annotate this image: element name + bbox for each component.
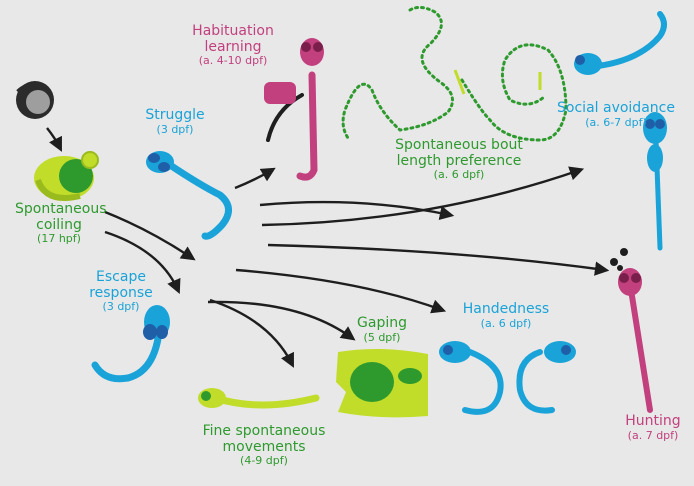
social-avoidance-larvae-icon: [574, 11, 667, 251]
bout-length-preference-title-line1: Spontaneous bout: [395, 137, 523, 153]
fine-spontaneous-movements-label: Fine spontaneous movements (4-9 dpf): [194, 423, 334, 468]
struggle-larva-icon: [146, 151, 232, 240]
bout-length-preference-title-line2: length preference: [396, 152, 522, 169]
spontaneous-coiling-title-line1: Spontaneous: [15, 201, 107, 217]
arrow-coiling-to-escape: [104, 230, 181, 294]
social-avoidance-label: Social avoidance (a. 6-7 dpf): [548, 100, 684, 129]
hunting-age: (a. 7 dpf): [627, 428, 679, 442]
gaping-title: Gaping: [357, 315, 407, 331]
spontaneous-coiling-label: Spontaneous coiling (17 hpf): [15, 201, 107, 246]
social-avoidance-age: (a. 6-7 dpf): [585, 115, 647, 129]
arrow-to-hunting: [267, 243, 610, 276]
handedness-label: Handedness (a. 6 dpf): [456, 301, 556, 330]
handedness-age: (a. 6 dpf): [480, 316, 532, 330]
bout-swim-path: [341, 5, 568, 142]
escape-response-title-line1: Escape: [96, 269, 146, 285]
habituation-learning-label: Habituation learning (a. 4-10 dpf): [183, 23, 283, 68]
gaping-head-icon: [336, 348, 428, 418]
spontaneous-coiling-title-line2: coiling: [36, 216, 82, 233]
fine-spontaneous-movements-title-line1: Fine spontaneous: [202, 423, 326, 439]
habituation-learning-title-line1: Habituation: [192, 23, 274, 39]
arrow-to-social: [261, 166, 585, 227]
social-avoidance-title: Social avoidance: [557, 100, 675, 116]
arrow-to-habituation: [234, 167, 276, 190]
coiling-embryo-icon: [34, 151, 99, 201]
habituation-learning-age: (a. 4-10 dpf): [198, 54, 268, 68]
escape-response-label: Escape response (3 dpf): [86, 269, 156, 314]
escape-response-age: (3 dpf): [102, 300, 140, 314]
handedness-larvae-icon: [439, 341, 576, 415]
arrow-to-handedness: [235, 268, 447, 314]
escape-response-title-line2: response: [89, 284, 153, 301]
fine-spontaneous-movements-title-line2: movements: [222, 438, 306, 455]
arrow-coiling-to-struggle: [104, 210, 196, 261]
struggle-age: (3 dpf): [156, 122, 194, 136]
arrow-to-gaping: [207, 300, 356, 341]
habituation-learning-title-line2: learning: [204, 38, 262, 55]
escape-larva-icon: [91, 305, 170, 383]
bout-length-preference-age: (a. 6 dpf): [433, 168, 485, 182]
fine-movements-larva-icon: [198, 388, 320, 409]
gaping-age: (5 dpf): [363, 330, 401, 344]
fine-spontaneous-movements-age: (4-9 dpf): [240, 454, 288, 468]
arrow-to-fine-movements: [209, 298, 294, 368]
spontaneous-coiling-age: (17 hpf): [37, 232, 81, 246]
arrow-embryo-to-coiling: [46, 127, 62, 152]
gaping-label: Gaping (5 dpf): [352, 315, 412, 344]
hunting-title: Hunting: [625, 413, 681, 429]
bout-length-preference-label: Spontaneous bout length preference (a. 6…: [384, 137, 534, 182]
handedness-title: Handedness: [462, 301, 550, 317]
habituation-larva-icon: [264, 38, 324, 181]
struggle-label: Struggle (3 dpf): [140, 107, 210, 136]
embryo-icon: [16, 81, 54, 119]
arrow-to-bout-preference: [259, 200, 455, 220]
hunting-label: Hunting (a. 7 dpf): [616, 413, 690, 442]
hunting-larva-icon: [610, 248, 653, 413]
struggle-title: Struggle: [145, 107, 205, 123]
